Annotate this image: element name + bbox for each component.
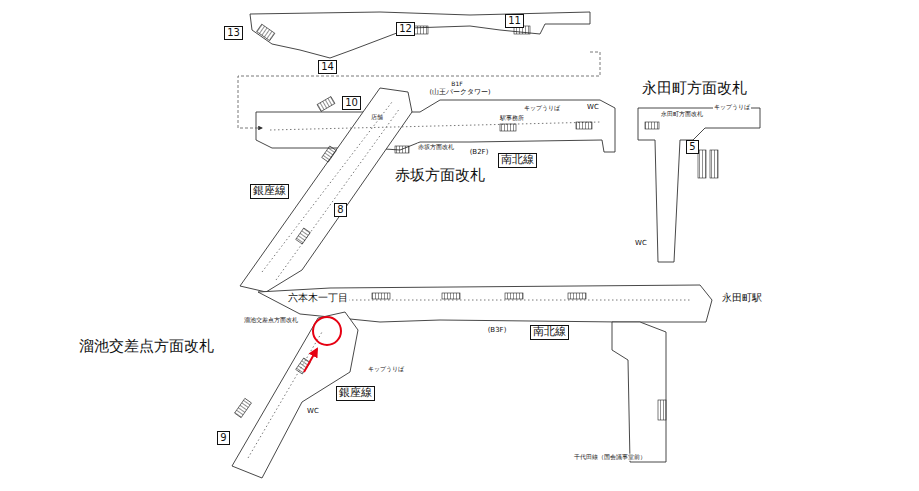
exit-number-box: 11 <box>505 14 524 28</box>
map-label: 駅事務所 <box>499 115 525 122</box>
node-text: 銀座線 <box>339 387 372 400</box>
map-label: 溜池交差点方面改札 <box>78 338 215 355</box>
map-label: 店舗 <box>370 114 384 121</box>
stairs <box>576 122 592 129</box>
stairs <box>372 293 390 299</box>
exit-number-box: 5 <box>686 140 699 154</box>
map-label: 千代田線（国会議事堂前） <box>573 454 647 461</box>
platform-edge <box>248 332 322 458</box>
map-label: 溜池交差点方面改札 <box>243 317 299 324</box>
stairs <box>500 124 516 131</box>
node-text: 11 <box>508 15 521 27</box>
node-text: 南北線 <box>501 154 534 167</box>
map-label: 六本木一丁目 <box>287 292 349 303</box>
stairs <box>414 26 428 34</box>
exit-number-box: 9 <box>217 431 230 445</box>
ginza-platform <box>240 88 412 292</box>
map-label: キップうりば <box>713 104 751 111</box>
map-label: キップうりば <box>367 366 405 373</box>
stairs <box>322 146 337 162</box>
corridor <box>250 12 590 58</box>
map-label: 赤坂方面改札 <box>417 144 455 151</box>
line-name-box: 南北線 <box>498 153 537 168</box>
stairs <box>395 146 409 153</box>
node-text: 12 <box>399 23 412 35</box>
exit-number-box: 12 <box>396 22 415 36</box>
node-text: 10 <box>345 97 358 109</box>
stairs <box>568 293 586 299</box>
line-name-box: 銀座線 <box>336 386 375 401</box>
map-label: B1F <box>450 81 463 88</box>
node-text: 9 <box>220 432 227 444</box>
map-label: WC <box>306 408 320 416</box>
stairs <box>442 293 460 299</box>
platform-edge <box>300 300 690 301</box>
transfer-route <box>238 52 600 128</box>
node-text: 8 <box>337 204 344 216</box>
stairs <box>235 398 252 417</box>
stairs <box>505 293 523 299</box>
stairs <box>317 97 335 112</box>
exit-number-box: 14 <box>318 60 337 74</box>
exit-number-box: 8 <box>334 203 347 217</box>
map-label: (B2F) <box>469 149 490 157</box>
map-label: (B3F) <box>487 327 508 335</box>
map-label: (山王パークタワー) <box>428 89 491 96</box>
node-text: 13 <box>227 27 240 39</box>
map-label: 永田町方面改札 <box>660 111 704 118</box>
stairs <box>645 122 659 129</box>
map-label: WC <box>634 240 648 248</box>
stairs <box>296 228 311 244</box>
map-label: キップうりば <box>523 105 561 112</box>
line-name-box: 銀座線 <box>250 184 289 199</box>
concourse <box>638 108 760 262</box>
platform-edge <box>270 122 600 130</box>
exit-number-box: 10 <box>342 96 361 110</box>
map-label: WC <box>586 104 600 112</box>
node-text: 南北線 <box>533 326 566 339</box>
map-label: 永田町方面改札 <box>641 80 748 97</box>
stairs <box>698 150 706 178</box>
platform-edge <box>276 108 400 280</box>
line-name-box: 南北線 <box>530 325 569 340</box>
map-label: 赤坂方面改札 <box>394 167 486 184</box>
stairs <box>710 150 718 178</box>
node-text: 銀座線 <box>253 185 286 198</box>
highlight-circle <box>313 317 341 345</box>
stairs <box>257 24 275 41</box>
exit-number-box: 13 <box>224 26 243 40</box>
map-label: 永田町駅 <box>721 292 763 303</box>
node-text: 5 <box>689 141 696 153</box>
node-text: 14 <box>321 61 334 73</box>
stairs <box>658 400 666 420</box>
passage <box>612 322 666 462</box>
corridor <box>256 100 615 152</box>
highlight-arrow <box>304 349 317 372</box>
